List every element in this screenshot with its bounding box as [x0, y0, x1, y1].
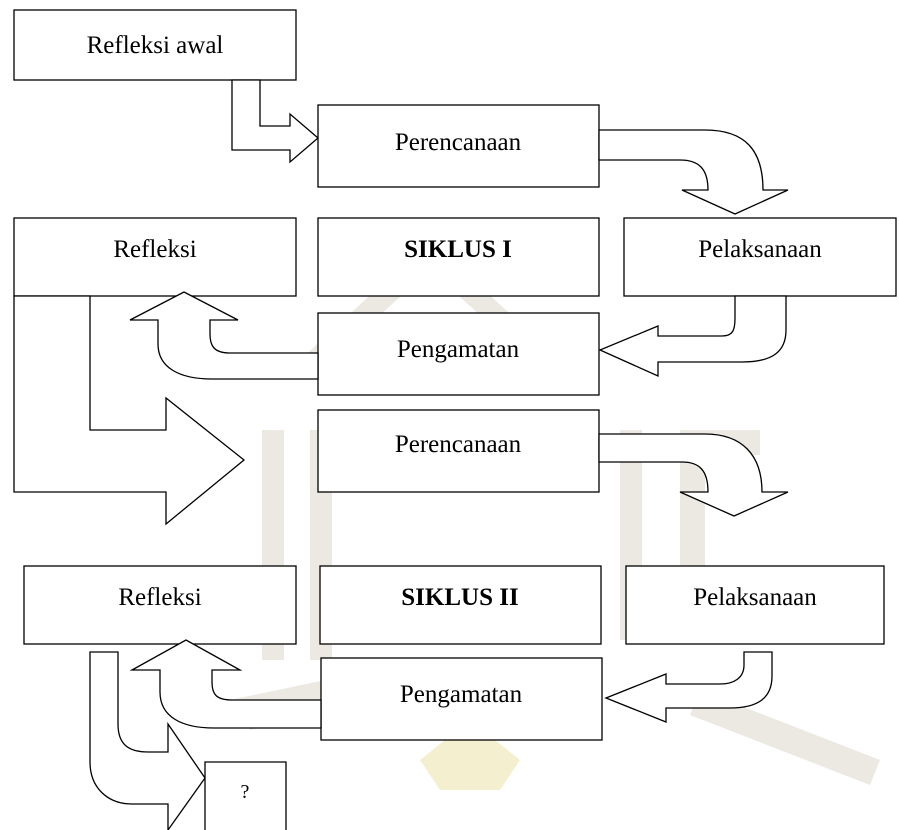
reflection-box-cycle-1: [13, 217, 297, 297]
acting-box-cycle-2: [625, 565, 885, 645]
planning-box-cycle-1: [317, 104, 600, 188]
observing-label-cycle-1: Pengamatan: [397, 336, 520, 363]
planning-label-cycle-2: Perencanaan: [395, 431, 522, 458]
arrow-observing-to-reflecting-1: [129, 291, 319, 380]
arrow-acting-to-observing-1: [598, 295, 787, 378]
initial-reflection-box: [13, 9, 297, 81]
planning-label-cycle-1: Perencanaan: [395, 129, 522, 156]
acting-label-cycle-2: Pelaksanaan: [693, 584, 817, 611]
initial-reflection-label: Refleksi awal: [87, 32, 224, 59]
next-cycle-box: [204, 761, 287, 830]
observing-box-cycle-2: [320, 657, 603, 741]
cycle-1-title-box: [317, 217, 600, 297]
arrow-planning-to-acting-2: [598, 433, 789, 517]
cycle-2-title-box: [319, 565, 602, 645]
next-cycle-label: ?: [241, 781, 250, 803]
arrow-observing-to-reflecting-2: [129, 639, 322, 729]
reflection-label-cycle-1: Refleksi: [113, 236, 196, 263]
arrow-initial-to-planning-1: [231, 79, 319, 164]
observing-label-cycle-2: Pengamatan: [400, 681, 523, 708]
observing-box-cycle-1: [317, 312, 600, 396]
reflection-label-cycle-2: Refleksi: [118, 584, 201, 611]
arrow-planning-to-acting-1: [598, 129, 789, 215]
cycle-1-title: SIKLUS I: [404, 236, 512, 263]
acting-label-cycle-1: Pelaksanaan: [698, 236, 822, 263]
reflection-box-cycle-2: [23, 565, 297, 645]
arrow-acting-to-observing-2: [604, 651, 773, 723]
acting-box-cycle-1: [623, 217, 897, 297]
planning-box-cycle-2: [317, 409, 600, 493]
cycle-2-title: SIKLUS II: [401, 584, 518, 611]
arrow-reflecting-1-to-planning-2: [13, 295, 246, 526]
